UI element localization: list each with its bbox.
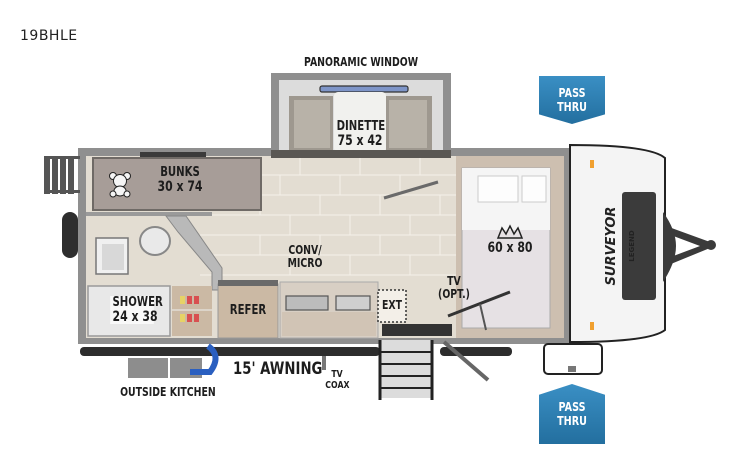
conv-micro-label: CONV/ MICRO (286, 244, 325, 269)
tv-coax-line2: COAX (325, 379, 350, 391)
bunks-label: BUNKS 30 x 74 (157, 166, 204, 194)
badge-top-line2: THRU (557, 100, 587, 114)
shower-label: SHOWER 24 x 38 (110, 295, 163, 325)
rear-bike-rack (44, 156, 80, 194)
tv-optional-label: TV (OPT.) (437, 275, 471, 300)
badge-bottom-line2: THRU (557, 414, 587, 428)
bed-size-label: 60 x 80 (487, 240, 533, 256)
refer-label: REFER (229, 303, 267, 318)
tv-coax-label: TV COAX (325, 369, 350, 391)
entry-step (382, 324, 452, 336)
badge-top-line1: PASS (558, 86, 586, 100)
front-window (622, 192, 656, 300)
bathroom-wall (86, 212, 212, 216)
tv-mount (447, 290, 511, 318)
refrigerator (217, 283, 279, 339)
awning-label: 15' AWNING (233, 359, 323, 379)
tv-coax-line1: TV (331, 369, 343, 380)
pillow-right (521, 175, 547, 203)
conv-line: CONV/ (288, 243, 322, 257)
tv-line: TV (447, 274, 461, 288)
pass-thru-badge-top: PASS THRU (539, 76, 605, 124)
outside-kitchen-unit (128, 358, 168, 378)
crown-icon (496, 224, 524, 239)
opt-line: (OPT.) (438, 286, 470, 301)
clothes-icon (180, 296, 199, 322)
dinette-table (334, 92, 386, 152)
sewer-hose (190, 343, 219, 375)
dinette-label: DINETTE 75 x 42 (336, 119, 386, 149)
shower-size: 24 x 38 (112, 308, 158, 325)
dinette-name: DINETTE (336, 119, 386, 134)
bunks-name: BUNKS (160, 165, 200, 180)
tongue-hitch (663, 212, 716, 282)
slide-arm (383, 180, 439, 200)
spare-tire (62, 212, 78, 258)
awning (80, 347, 380, 356)
brand-name: SURVEYOR (604, 206, 619, 286)
toilet (139, 226, 171, 256)
entry-grab-handle (442, 340, 490, 382)
shower-name: SHOWER (112, 295, 163, 310)
pillow-left (477, 175, 519, 203)
panoramic-window-label: PANORAMIC WINDOW (303, 55, 419, 69)
kitchen-sink (335, 295, 371, 311)
teddy-bear-icon (109, 172, 131, 198)
pass-thru-badge-bottom: PASS THRU (539, 384, 605, 444)
model-number: 19BHLE (20, 28, 78, 44)
fire-extinguisher (377, 289, 407, 323)
brand-sub: LEGEND (628, 230, 636, 262)
micro-line: MICRO (287, 255, 323, 270)
outside-kitchen-label: OUTSIDE KITCHEN (120, 385, 216, 399)
entry-stairs (378, 340, 434, 400)
bath-partition (165, 215, 223, 291)
tv-coax-post (322, 356, 326, 370)
bunks-size: 30 x 74 (157, 178, 203, 195)
badge-bottom-line1: PASS (558, 400, 586, 414)
panoramic-window (319, 85, 409, 93)
brand-logo: SURVEYOR LEGEND (600, 201, 636, 291)
stove (285, 295, 329, 311)
ext-label: EXT (381, 298, 402, 312)
dinette-size: 75 x 42 (337, 132, 383, 149)
closet (172, 286, 212, 336)
